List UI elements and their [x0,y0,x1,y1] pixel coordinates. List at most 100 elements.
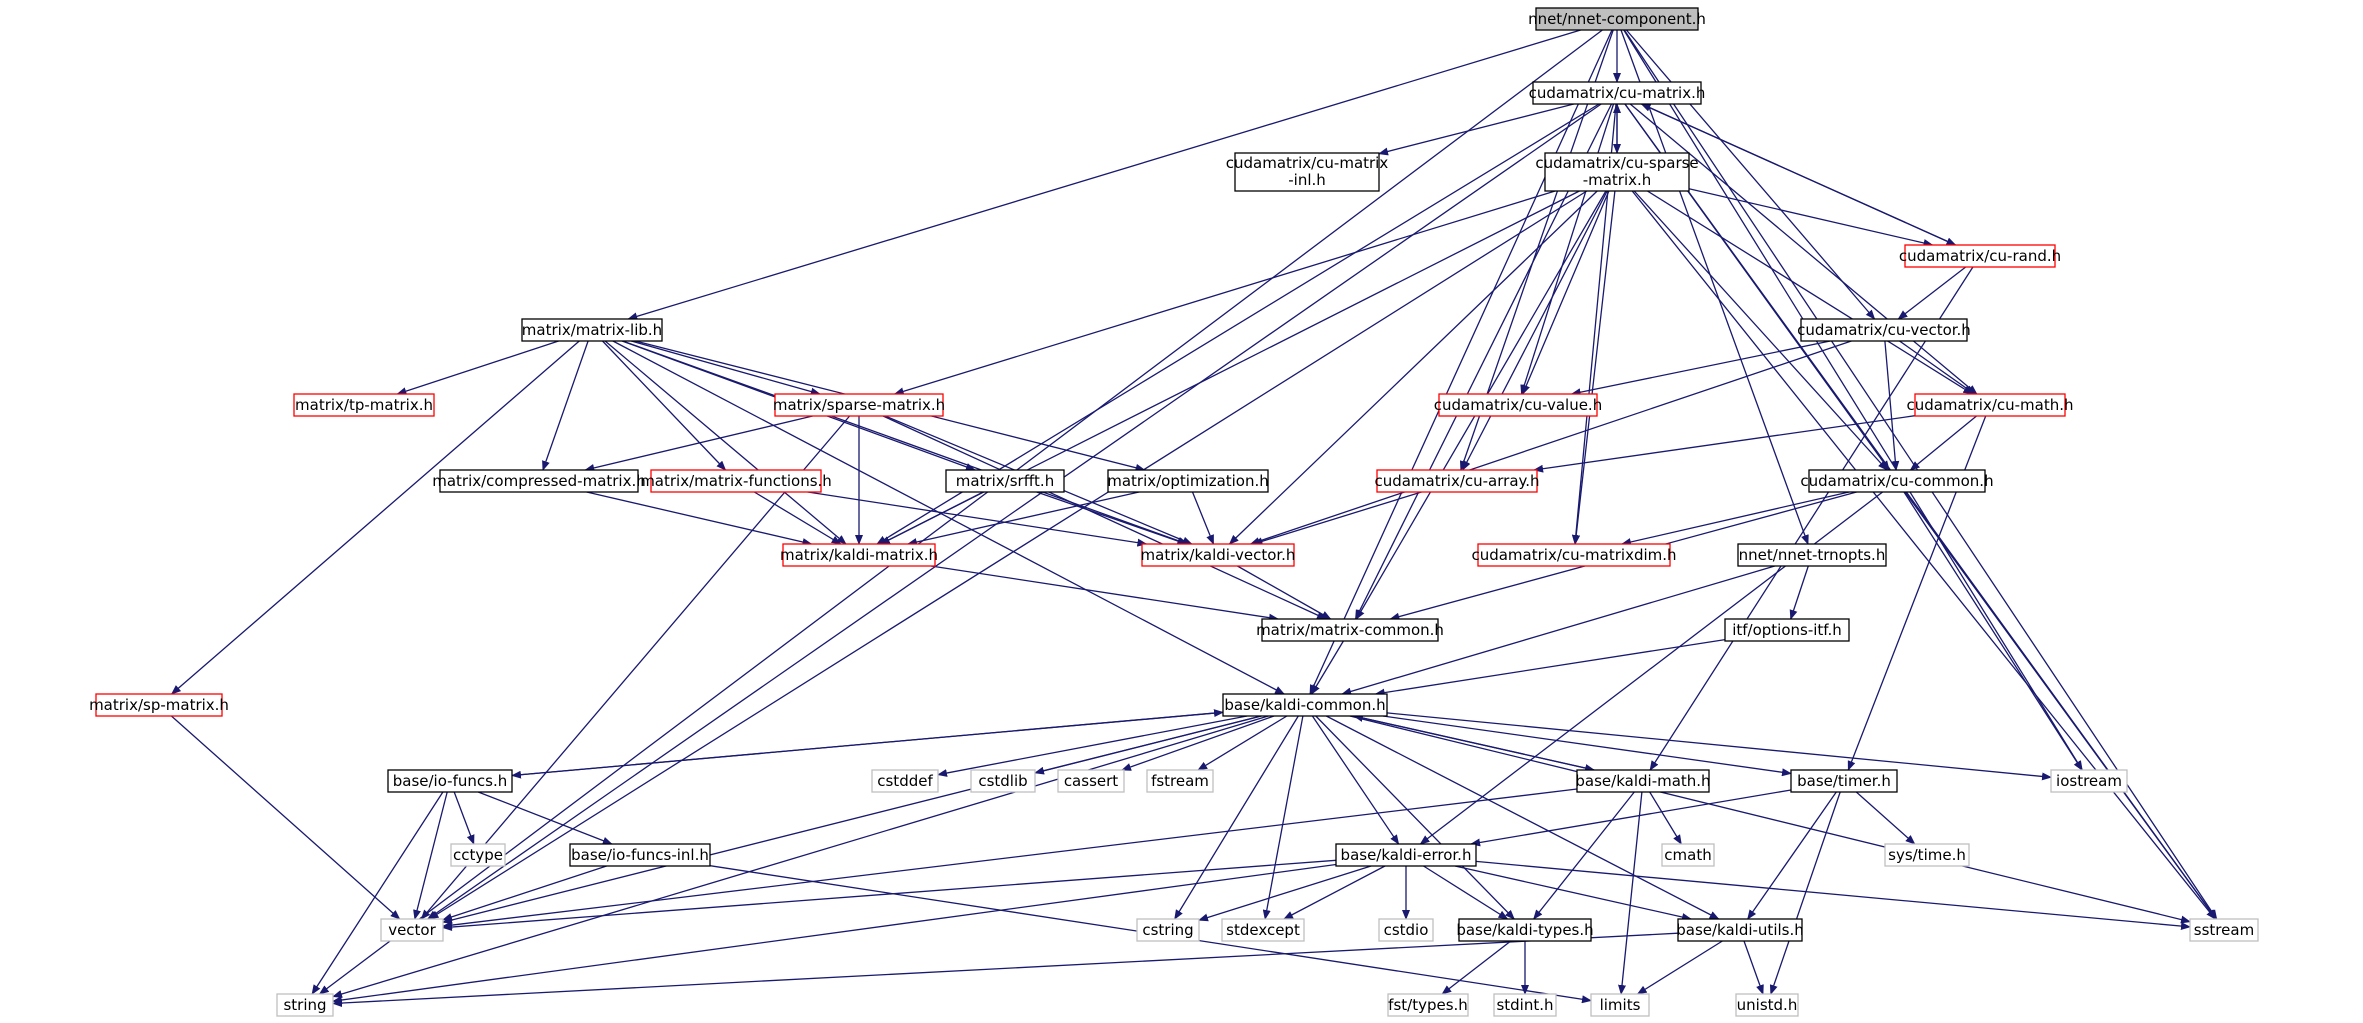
node-label-sstream: sstream [2194,921,2254,939]
node-srfft[interactable]: matrix/srfft.h [945,469,1065,493]
edge-cu-vector-to-cu-value [1570,340,1831,397]
edge-kaldi-common-to-sstream [1349,715,2191,924]
node-cu-matrix[interactable]: cudamatrix/cu-matrix.h [1529,81,1706,105]
node-kaldi-utils[interactable]: base/kaldi-utils.h [1676,918,1804,942]
edge-nnet-component-to-string [318,29,1603,995]
node-cu-sparse-matrix[interactable]: cudamatrix/cu-sparse-matrix.h [1535,152,1699,192]
node-kaldi-common[interactable]: base/kaldi-common.h [1222,693,1388,717]
edge-io-funcs-to-vector [413,791,448,920]
node-cstddef: cstddef [871,769,939,793]
edge-kaldi-common-to-kaldi-types [1315,715,1515,920]
edge-sparse-matrix-to-vector [420,415,851,920]
node-box-limits [1590,993,1650,1017]
edge-matrix-functions-to-kaldi-vector [807,491,1148,547]
node-label-io-funcs: base/io-funcs.h [393,772,507,790]
node-box-nnet-trnopts [1737,543,1887,567]
node-io-funcs-inl[interactable]: base/io-funcs-inl.h [569,843,711,867]
edge-io-funcs-to-io-funcs-inl [477,791,613,845]
node-sparse-matrix[interactable]: matrix/sparse-matrix.h [773,393,945,417]
node-label-cu-array: cudamatrix/cu-array.h [1374,472,1539,490]
edge-sp-matrix-to-vector [170,715,401,920]
node-cu-vector[interactable]: cudamatrix/cu-vector.h [1797,318,1971,342]
node-box-cu-array [1376,469,1538,493]
node-cu-matrix-inl[interactable]: cudamatrix/cu-matrix-inl.h [1226,152,1389,192]
node-box-iostream [2050,769,2128,793]
edge-cu-sparse-matrix-to-cu-math [1647,190,1974,395]
node-label-cu-matrixdim: cudamatrix/cu-matrixdim.h [1471,546,1676,564]
node-cu-common[interactable]: cudamatrix/cu-common.h [1800,469,1994,493]
node-sp-matrix[interactable]: matrix/sp-matrix.h [89,693,229,717]
node-matrix-functions[interactable]: matrix/matrix-functions.h [640,469,832,493]
node-box-nnet-component [1535,7,1699,31]
node-cu-value[interactable]: cudamatrix/cu-value.h [1434,393,1602,417]
node-label-srfft: matrix/srfft.h [956,472,1054,490]
node-box-kaldi-common [1222,693,1388,717]
edges-layer [170,29,2218,1008]
edge-kaldi-math-to-limits [1618,791,1643,995]
node-label-cstddef: cstddef [877,772,933,790]
edge-nnet-trnopts-to-options-itf [1789,565,1809,620]
node-nnet-trnopts[interactable]: nnet/nnet-trnopts.h [1737,543,1887,567]
node-compressed-matrix[interactable]: matrix/compressed-matrix.h [432,469,646,493]
edge-kaldi-utils-to-string [332,932,1679,1008]
node-label-cu-sparse-matrix: cudamatrix/cu-sparse-matrix.h [1535,154,1698,189]
edge-cu-matrix-to-cu-value [1520,103,1615,395]
node-cstring: cstring [1136,918,1200,942]
node-box-fst-types [1387,993,1469,1017]
node-cu-array[interactable]: cudamatrix/cu-array.h [1374,469,1540,493]
node-label-stdexcept: stdexcept [1226,921,1300,939]
edge-kaldi-error-to-sstream [1475,860,2191,931]
node-label-stdint: stdint.h [1496,996,1553,1014]
node-tp-matrix[interactable]: matrix/tp-matrix.h [293,393,435,417]
node-label-options-itf: itf/options-itf.h [1732,621,1842,639]
node-box-cu-rand [1904,244,2056,268]
node-options-itf[interactable]: itf/options-itf.h [1724,618,1850,642]
node-kaldi-math[interactable]: base/kaldi-math.h [1575,769,1711,793]
node-cstdlib: cstdlib [970,769,1036,793]
node-box-options-itf [1724,618,1850,642]
edge-kaldi-error-to-vector [442,859,1337,932]
node-kaldi-matrix[interactable]: matrix/kaldi-matrix.h [780,543,938,567]
node-box-string [276,993,334,1017]
node-label-cu-math: cudamatrix/cu-math.h [1906,396,2073,414]
node-matrix-common[interactable]: matrix/matrix-common.h [1256,618,1444,642]
node-box-cu-common [1808,469,1986,493]
node-box-tp-matrix [293,393,435,417]
node-box-cu-sparse-matrix [1544,152,1690,192]
edge-cu-vector-to-cu-common [1884,340,1900,471]
edge-matrix-lib-to-compressed-matrix [542,340,589,471]
node-label-cstring: cstring [1142,921,1193,939]
node-cu-rand[interactable]: cudamatrix/cu-rand.h [1899,244,2061,268]
node-box-kaldi-types [1458,918,1592,942]
node-box-cu-value [1438,393,1598,417]
edge-io-funcs-inl-to-vector [442,865,607,921]
node-kaldi-vector[interactable]: matrix/kaldi-vector.h [1141,543,1296,567]
node-label-cu-matrix-inl: cudamatrix/cu-matrix-inl.h [1226,154,1389,189]
node-kaldi-error[interactable]: base/kaldi-error.h [1335,843,1477,867]
node-optimization[interactable]: matrix/optimization.h [1107,469,1269,493]
node-cmath: cmath [1661,843,1715,867]
edge-srfft-to-kaldi-matrix [879,491,984,545]
node-kaldi-types[interactable]: base/kaldi-types.h [1456,918,1594,942]
node-timer[interactable]: base/timer.h [1790,769,1898,793]
node-io-funcs[interactable]: base/io-funcs.h [387,769,513,793]
node-label-nnet-trnopts: nnet/nnet-trnopts.h [1739,546,1886,564]
edge-cu-sparse-matrix-to-vector [428,190,1588,920]
node-cu-math[interactable]: cudamatrix/cu-math.h [1906,393,2074,417]
node-nnet-component[interactable]: nnet/nnet-component.h [1528,7,1706,31]
edge-cu-common-to-sstream [1904,491,2217,920]
node-label-limits: limits [1600,996,1641,1014]
node-label-kaldi-common: base/kaldi-common.h [1224,696,1385,714]
node-cstdio: cstdio [1378,918,1434,942]
node-cu-matrixdim[interactable]: cudamatrix/cu-matrixdim.h [1471,543,1677,567]
edge-timer-to-sys-time [1855,791,1916,845]
edge-kaldi-common-to-vector [442,715,1262,924]
edge-cu-sparse-matrix-to-sparse-matrix [893,190,1556,396]
edge-optimization-to-kaldi-matrix [906,491,1140,546]
node-box-srfft [945,469,1065,493]
edge-timer-to-kaldi-utils [1747,791,1837,920]
edge-kaldi-error-to-stdexcept [1283,865,1386,920]
node-label-cassert: cassert [1064,772,1118,790]
node-matrix-lib[interactable]: matrix/matrix-lib.h [521,318,663,342]
edge-io-funcs-to-string [311,791,444,995]
